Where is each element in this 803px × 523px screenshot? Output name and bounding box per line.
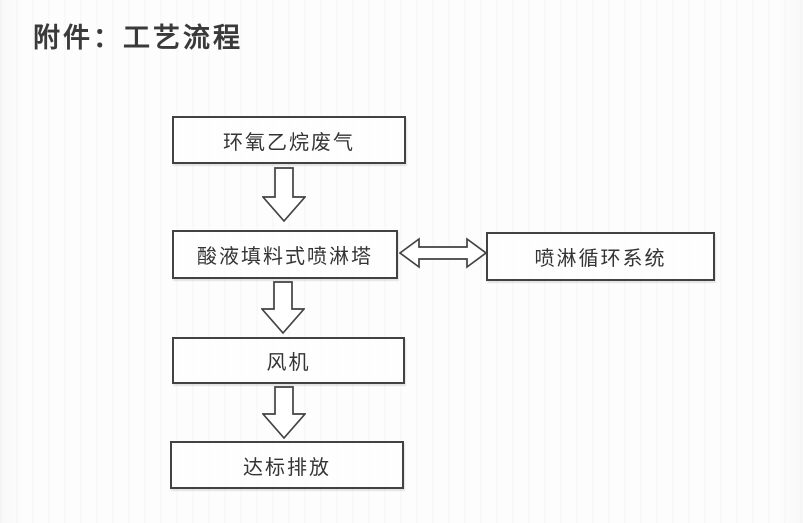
double-arrow-icon: [399, 236, 487, 270]
flow-box-discharge-label: 达标排放: [243, 456, 331, 479]
flow-box-waste-gas: 环氧乙烷废气: [172, 116, 406, 164]
flow-box-waste-gas-label: 环氧乙烷废气: [223, 131, 355, 154]
down-arrow-icon: [261, 281, 305, 335]
down-arrow-icon: [262, 167, 306, 223]
down-arrow-icon: [262, 386, 306, 440]
flow-box-fan: 风机: [172, 337, 405, 384]
page-title: 附件：工艺流程: [33, 23, 243, 53]
flow-box-discharge: 达标排放: [170, 441, 404, 489]
flow-box-fan-label: 风机: [266, 352, 311, 374]
flow-box-circulation-system-label: 喷淋循环系统: [534, 248, 667, 270]
flow-box-circulation-system: 喷淋循环系统: [486, 232, 715, 281]
flow-box-spray-tower-label: 酸液填料式喷淋塔: [197, 246, 373, 268]
flow-box-spray-tower: 酸液填料式喷淋塔: [172, 230, 398, 279]
